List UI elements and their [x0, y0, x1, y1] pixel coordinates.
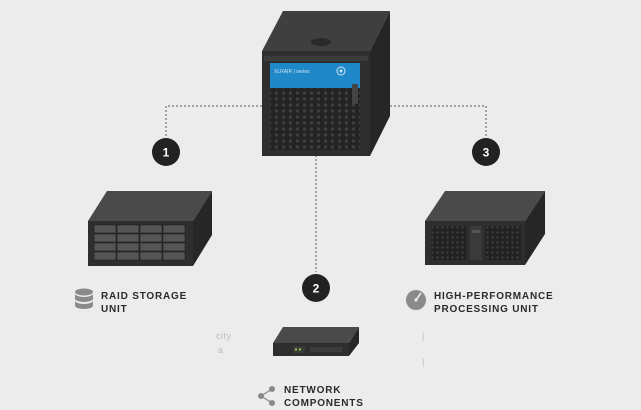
raid-storage-label: RAID STORAGE UNIT	[101, 291, 188, 315]
server-brand: XLRAIR | series	[274, 69, 310, 75]
svg-text:2: 2	[313, 282, 320, 296]
connector-lines	[165, 105, 487, 272]
hpc-unit	[425, 191, 545, 265]
badge-2: 2	[302, 274, 330, 302]
badge-3: 3	[472, 138, 500, 166]
server-logo-icon	[336, 66, 346, 76]
faint-text-right-a: |	[422, 331, 425, 341]
database-icon	[75, 288, 93, 310]
raid-storage-unit	[88, 191, 212, 266]
share-icon	[258, 386, 275, 406]
svg-text:3: 3	[483, 146, 490, 160]
network-components-label: NETWORK COMPONENTS	[284, 385, 364, 409]
tower-server: XLRAIR | series	[262, 11, 390, 156]
svg-text:1: 1	[163, 146, 170, 160]
speedometer-icon	[406, 290, 426, 310]
connector-right	[374, 105, 487, 136]
badge-1: 1	[152, 138, 180, 166]
faint-text-left-a: city	[216, 331, 232, 341]
connector-left	[165, 105, 262, 136]
faint-text-right-b: |	[422, 357, 425, 367]
network-switch	[273, 327, 359, 356]
faint-text-left-b: a	[218, 345, 224, 355]
hpc-label: HIGH-PERFORMANCE PROCESSING UNIT	[434, 291, 554, 315]
